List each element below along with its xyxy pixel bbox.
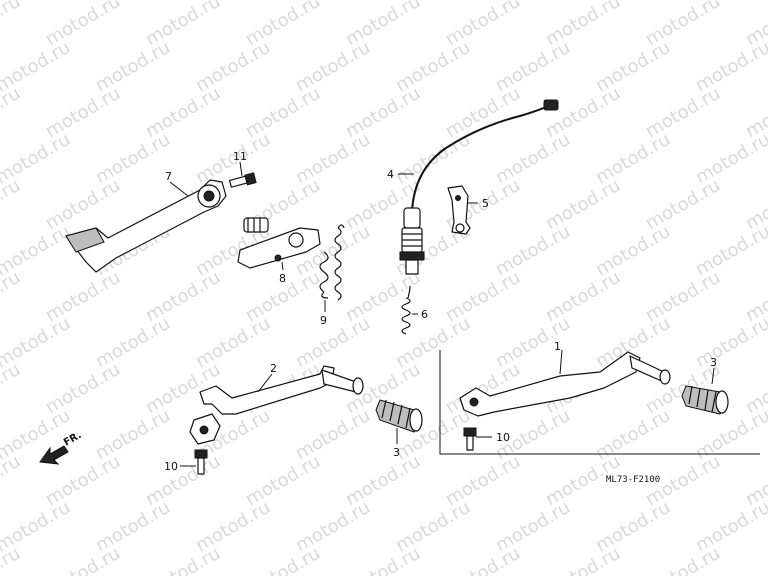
callout-4: 4 — [387, 168, 394, 181]
watermark-text: motod.ru — [0, 0, 24, 50]
direction-label: FR. — [62, 430, 84, 449]
rubber-part-3-right — [681, 367, 729, 415]
callout-2: 2 — [270, 362, 277, 375]
callout-8: 8 — [279, 272, 286, 285]
switch-spring-part-6 — [401, 285, 418, 335]
watermark-text: motod.ru — [692, 129, 768, 188]
watermark-text: motod.ru — [0, 83, 24, 142]
gearshift-pedal-part-2 — [189, 365, 364, 445]
watermark-text: motod.ru — [0, 451, 24, 510]
callout-10-right: 10 — [496, 431, 510, 444]
watermark-text: motod.ru — [692, 497, 768, 556]
watermark-text: motod.ru — [0, 267, 24, 326]
spring-part-9 — [319, 224, 345, 312]
callout-10-left: 10 — [164, 460, 178, 473]
watermark-text: motod.ru — [692, 313, 768, 372]
callout-3-right: 3 — [710, 356, 717, 369]
watermark-text: motod.ru — [42, 543, 124, 576]
gearshift-pedal-part-1 — [459, 349, 671, 417]
callout-11: 11 — [233, 150, 247, 163]
watermark-text: motod.ru — [0, 543, 24, 576]
watermark-text: motod.ru — [542, 543, 624, 576]
bolt-part-11 — [228, 161, 257, 188]
watermark-text: motod.ru — [692, 221, 768, 280]
watermark-text: motod.ru — [142, 543, 224, 576]
watermark-text: motod.ru — [0, 175, 24, 234]
callout-1: 1 — [554, 340, 561, 353]
watermark-text: motod.ru — [642, 543, 724, 576]
watermark-text: motod.ru — [692, 37, 768, 96]
stop-switch-part-4 — [398, 99, 559, 275]
callout-6: 6 — [421, 308, 428, 321]
callout-9: 9 — [320, 314, 327, 327]
bolt-part-10-right — [463, 427, 492, 451]
bolt-part-10-left — [180, 449, 208, 475]
watermark-text: motod.ru — [742, 543, 768, 576]
callout-5: 5 — [482, 197, 489, 210]
brake-pedal-part-7 — [65, 179, 227, 273]
rubber-part-3-left — [375, 399, 423, 444]
diagram-code: ML73-F2100 — [606, 475, 660, 485]
watermark-text: motod.ru — [0, 359, 24, 418]
watermark-text: motod.ru — [442, 543, 524, 576]
bracket-part-5 — [447, 185, 478, 235]
callout-3-left: 3 — [393, 446, 400, 459]
watermark-text: motod.ru — [242, 543, 324, 576]
brake-arm-part-8 — [237, 217, 321, 271]
watermark-text: motod.ru — [692, 405, 768, 464]
callout-7: 7 — [165, 170, 172, 183]
watermark-text: motod.ru — [342, 543, 424, 576]
variant-frame — [439, 350, 760, 455]
